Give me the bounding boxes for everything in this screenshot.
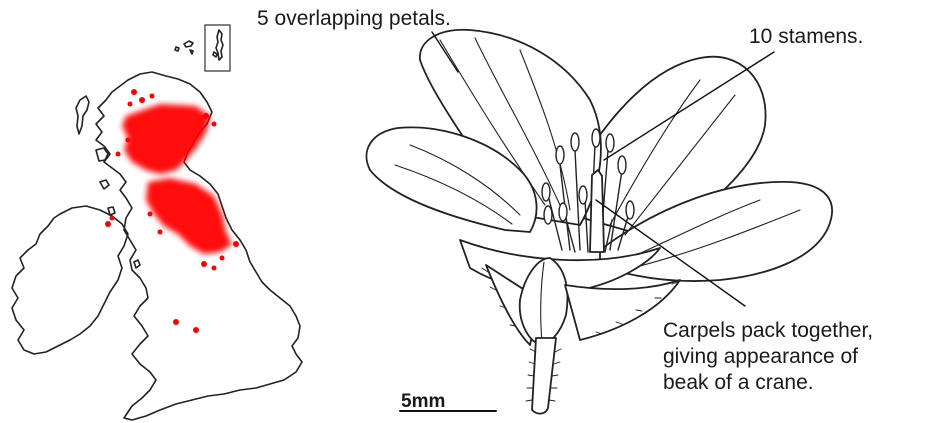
scale-bar-label: 5mm	[401, 389, 445, 415]
label-carpels-line-1: Carpels pack together,	[663, 318, 873, 344]
label-stamens: 10 stamens.	[749, 24, 863, 50]
orkney-islands	[175, 41, 193, 54]
carpels-beak	[590, 170, 604, 252]
mull	[100, 180, 109, 189]
ireland-outline	[12, 206, 128, 354]
label-carpels-line-3: beak of a crane.	[663, 370, 873, 396]
shetland-inset-box	[205, 25, 230, 71]
outer-hebrides	[76, 96, 89, 134]
distribution-range	[105, 89, 239, 333]
range-scotland-south	[146, 178, 232, 254]
range-scotland-north	[122, 104, 210, 174]
label-carpels: Carpels pack together, giving appearance…	[663, 318, 873, 396]
shetland-islands	[213, 30, 223, 60]
isle-of-man	[134, 260, 140, 268]
label-overlapping-petals: 5 overlapping petals.	[257, 6, 451, 32]
distribution-map	[12, 25, 302, 420]
label-carpels-line-2: giving appearance of	[663, 344, 873, 370]
skye	[96, 148, 108, 161]
